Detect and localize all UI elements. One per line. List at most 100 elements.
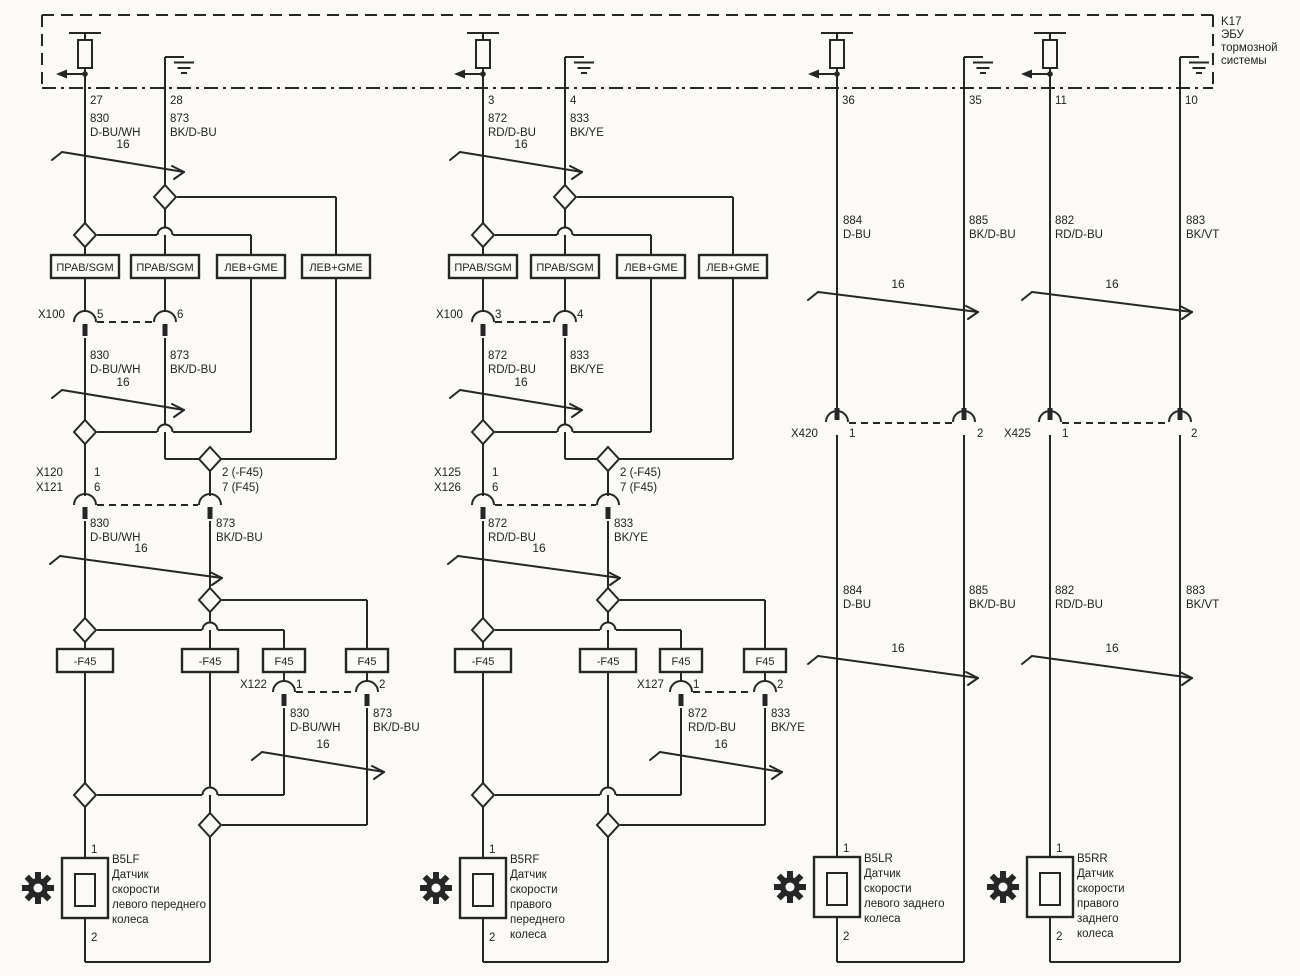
wire-hop — [201, 786, 219, 796]
svg-text:16: 16 — [532, 541, 546, 555]
variant-box-prav-sgm: ПРАВ/SGM — [454, 262, 511, 274]
sensor-pin-bottom: 2 — [489, 932, 495, 944]
wire-number: 885 — [969, 215, 988, 227]
resistor-output-icon — [807, 32, 854, 89]
wire-number: 883 — [1186, 215, 1205, 227]
svg-text:16: 16 — [134, 541, 148, 555]
sensor-pin-top: 1 — [843, 843, 849, 855]
sensor-desc: колеса — [112, 914, 149, 926]
variant-box-f45: F45 — [275, 656, 294, 668]
wire-color: BK/YE — [614, 532, 648, 544]
connector-pin: 6 — [94, 482, 100, 494]
variant-box-lev-gme: ЛЕВ+GME — [624, 262, 677, 274]
wire-hop — [201, 621, 219, 631]
ground-icon — [963, 56, 994, 89]
wire-number: 833 — [771, 708, 790, 720]
wire-color: BK/D-BU — [969, 229, 1016, 241]
gear-icon — [774, 871, 806, 903]
sensor-desc: заднего — [1077, 913, 1118, 925]
connector-label: X120 — [36, 467, 63, 479]
ecu-pin-27: 27 — [90, 95, 103, 107]
variant-box-f45: F45 — [358, 656, 377, 668]
wire-color: BK/VT — [1186, 229, 1219, 241]
connector-x420: X420 1 2 — [791, 408, 983, 440]
sensor-desc: правого — [1077, 898, 1119, 910]
ecu-pin-36: 36 — [842, 95, 855, 107]
sensor-pin-bottom: 2 — [843, 931, 849, 943]
wire-color: D-BU/WH — [90, 532, 140, 544]
sensor-id: B5LR — [864, 853, 893, 865]
connector-label: X420 — [791, 428, 818, 440]
gauge-marker: 16 — [51, 375, 185, 418]
splice-diamond — [73, 419, 97, 445]
wire-color: D-BU/WH — [290, 722, 340, 734]
gauge-marker: 16 — [51, 137, 185, 180]
gauge-marker: 16 — [1021, 641, 1193, 686]
connector-label: X100 — [38, 309, 65, 321]
variant-box-lev-gme: ЛЕВ+GME — [309, 262, 362, 274]
wire-number: 830 — [90, 350, 109, 362]
wire-number: 872 — [488, 350, 507, 362]
wire-number: 872 — [688, 708, 707, 720]
splice-diamond — [198, 812, 222, 838]
ecu-pin-4: 4 — [570, 95, 577, 107]
splice-diamond — [73, 222, 97, 248]
variant-box-f45: F45 — [756, 656, 775, 668]
wire-number: 885 — [969, 585, 988, 597]
connector-label: X121 — [36, 482, 63, 494]
ecu-pin-3: 3 — [488, 95, 494, 107]
wire-color: BK/YE — [771, 722, 805, 734]
wire-color: BK/YE — [570, 364, 604, 376]
connector-pin: 5 — [97, 309, 103, 321]
sensor-id: B5RR — [1077, 853, 1108, 865]
wire-number: 882 — [1055, 585, 1074, 597]
ground-icon — [1179, 56, 1210, 89]
connector-x120-x121: X120 X121 1 6 2 (-F45) 7 (F45) — [36, 467, 263, 519]
connector-pin: 3 — [495, 309, 501, 321]
sensor-id: B5RF — [510, 854, 539, 866]
sensor-desc: Датчик — [112, 869, 150, 881]
gear-icon — [22, 872, 54, 904]
sensor-desc: скорости — [510, 884, 558, 896]
wire-number: 884 — [843, 215, 863, 227]
variant-box-f45: F45 — [672, 656, 691, 668]
svg-text:16: 16 — [1105, 277, 1119, 291]
variant-box-minus-f45: -F45 — [199, 656, 222, 668]
connector-pin: 2 — [1191, 428, 1197, 440]
wire-number: 830 — [90, 113, 109, 125]
wire-color: RD/D-BU — [1055, 229, 1103, 241]
wire-color: RD/D-BU — [1055, 599, 1103, 611]
sensor-desc: колеса — [864, 913, 901, 925]
connector-pin: 1 — [94, 467, 100, 479]
gauge-marker: 16 — [49, 541, 223, 586]
connector-pin: 4 — [577, 309, 584, 321]
svg-text:16: 16 — [116, 375, 130, 389]
splice-diamond — [471, 617, 495, 643]
splice-diamond — [471, 782, 495, 808]
wire-number: 883 — [1186, 585, 1205, 597]
wire-number: 873 — [170, 350, 189, 362]
ground-icon — [564, 56, 595, 89]
sensor-desc: левого заднего — [864, 898, 944, 910]
connector-pin: 1 — [296, 679, 302, 691]
sensor-pin-bottom: 2 — [1056, 931, 1062, 943]
splice-diamond — [471, 222, 495, 248]
svg-text:16: 16 — [514, 137, 528, 151]
wires-right-front — [471, 88, 766, 963]
wire-color: RD/D-BU — [488, 364, 536, 376]
connector-pin: 7 (F45) — [222, 482, 259, 494]
variant-box-prav-sgm: ПРАВ/SGM — [536, 262, 593, 274]
connector-x127: X127 1 2 — [637, 679, 783, 706]
connector-pin: 1 — [849, 428, 855, 440]
sensor-desc: скорости — [1077, 883, 1125, 895]
connector-x122: X122 1 2 — [240, 679, 385, 706]
gauge-marker: 16 — [807, 641, 979, 686]
svg-text:16: 16 — [116, 137, 130, 151]
wire-number: 872 — [488, 113, 507, 125]
ecu-pin-10: 10 — [1185, 95, 1198, 107]
splice-diamond — [596, 446, 620, 472]
variant-box-prav-sgm: ПРАВ/SGM — [56, 262, 113, 274]
wire-number: 830 — [290, 708, 309, 720]
connector-label: X425 — [1004, 428, 1031, 440]
